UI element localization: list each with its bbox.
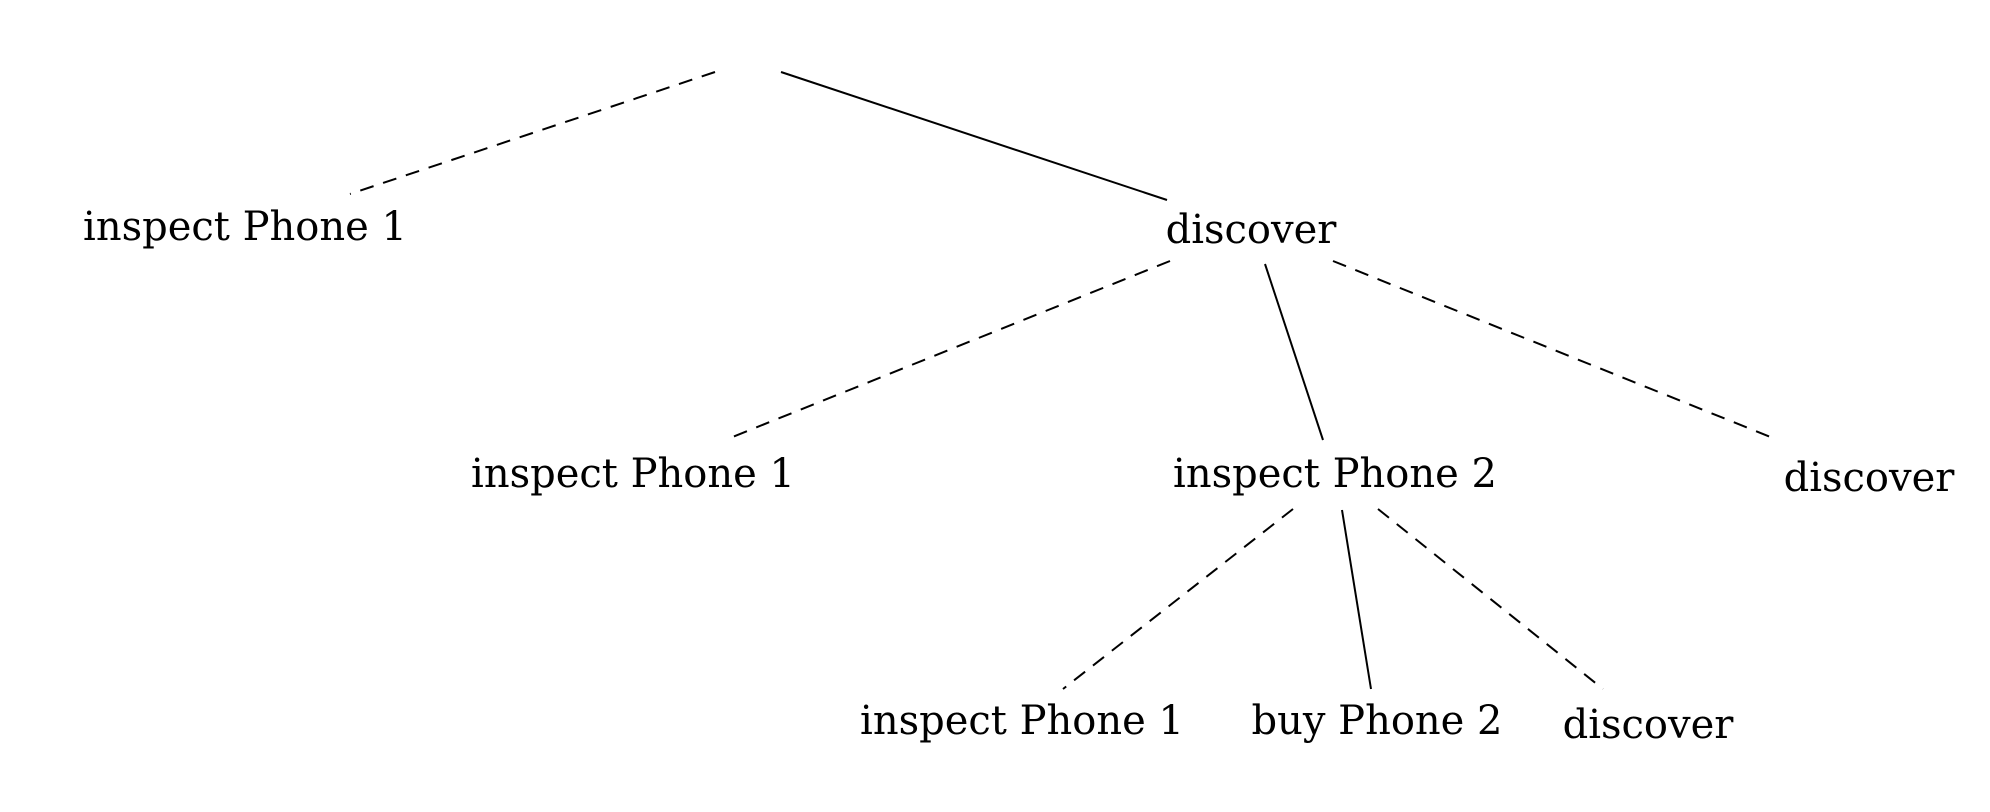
edge-discover-to-inspect-phone-2 [1264, 263, 1324, 441]
node-inspect-phone-1: inspect Phone 1 [471, 451, 795, 497]
edge-root-to-inspect-phone-1 [349, 71, 716, 195]
edge-root-to-discover [780, 71, 1168, 201]
edge-inspect-phone-2-to-inspect-phone-1 [1062, 508, 1294, 690]
node-inspect-phone-1: inspect Phone 1 [83, 204, 407, 250]
edge-discover-to-discover [1332, 260, 1779, 441]
node-discover: discover [1166, 207, 1338, 253]
node-buy-phone-2: buy Phone 2 [1251, 698, 1502, 744]
node-inspect-phone-1: inspect Phone 1 [860, 698, 1184, 744]
edge-inspect-phone-2-to-discover [1377, 508, 1604, 690]
node-discover: discover [1563, 702, 1735, 748]
edge-discover-to-inspect-phone-1 [724, 260, 1171, 441]
edge-inspect-phone-2-to-buy-phone-2 [1341, 509, 1372, 690]
node-inspect-phone-2: inspect Phone 2 [1173, 451, 1497, 497]
node-discover: discover [1784, 455, 1956, 501]
